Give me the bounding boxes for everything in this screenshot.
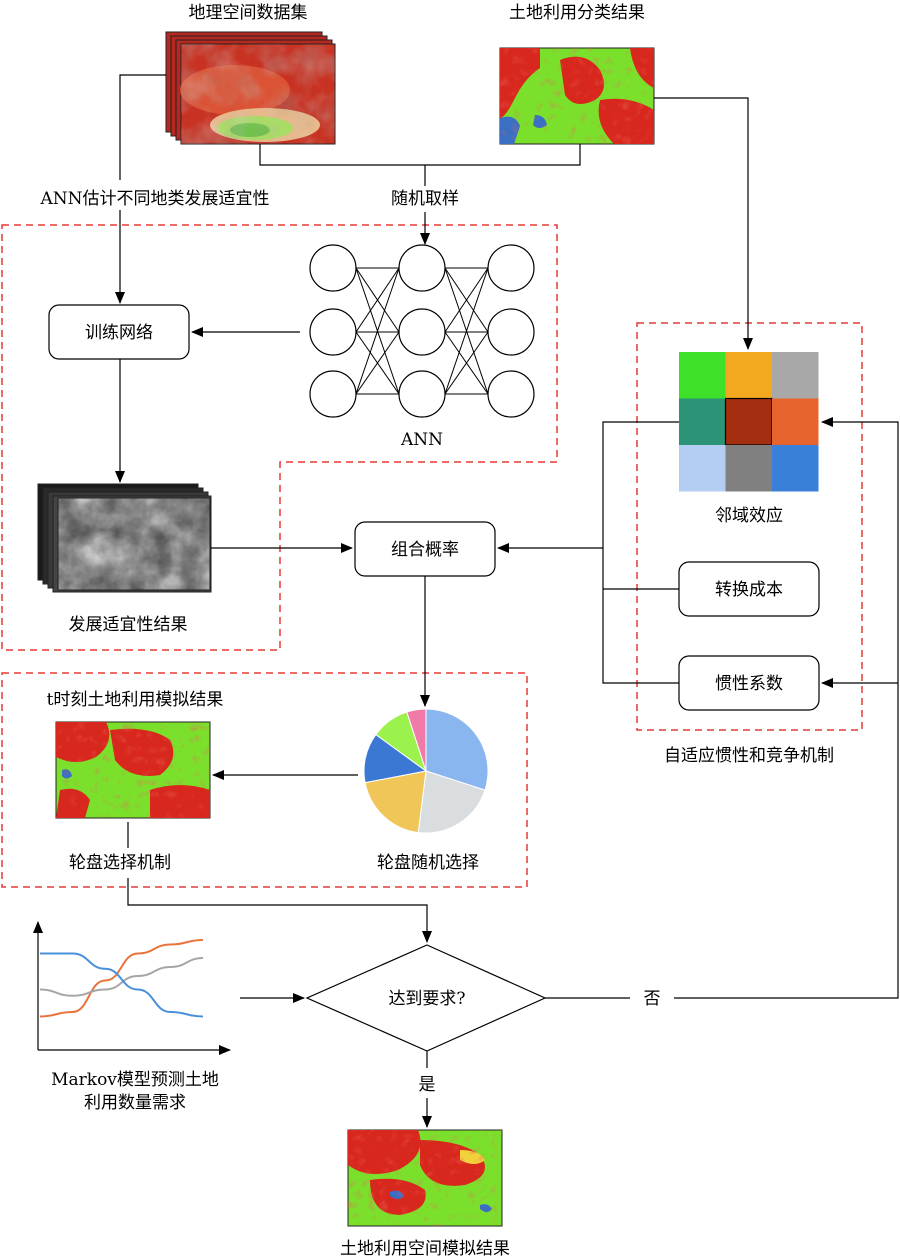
ann-node [309,370,357,418]
adaptive-mechanism-label: 自适应惯性和竞争机制 [664,746,834,766]
markov-label-line1: Markov模型预测土地 [51,1070,219,1090]
markov-label-line2: 利用数量需求 [84,1093,186,1113]
markov-series-line [39,939,204,1018]
roulette-mechanism-label: 轮盘选择机制 [69,853,171,873]
ann-connection [444,331,489,395]
final-result-label: 土地利用空间模拟结果 [340,1239,510,1259]
train-network-box [48,304,190,360]
requirement-label: 达到要求? [388,989,465,1009]
train-network-label: 训练网络 [85,323,153,343]
ann-node [398,370,446,418]
suitability-result-label: 发展适宜性结果 [69,615,188,635]
neighborhood-cell [679,352,726,399]
geo-dataset-image [165,31,336,145]
ann-region-border [1,224,558,651]
neighborhood-cell [679,398,726,445]
no-label: 否 [644,989,661,1009]
neighborhood-cell [772,445,819,492]
neighborhood-cell [679,445,726,492]
neighborhood-cell [724,397,773,446]
ann-node [309,308,357,356]
neighborhood-cell [772,352,819,399]
neighborhood-cell [725,352,772,399]
ann-node [398,308,446,356]
ann-node [309,244,357,292]
landuse-class-image [499,47,655,145]
roulette-pie-chart [363,708,489,834]
pie-slice [406,708,427,772]
t-result-image [55,721,211,819]
markov-series-line [40,952,204,1018]
markov-demand-chart [33,921,231,1055]
ann-network-diagram [309,244,535,418]
random-sampling-label: 随机取样 [391,189,459,209]
neighborhood-grid [679,352,819,492]
markov-series-line [39,957,204,997]
conversion-cost-label: 转换成本 [715,580,783,600]
ann-connection [355,331,400,395]
ann-node [487,244,535,292]
t-result-label: t时刻土地利用模拟结果 [47,690,224,710]
ann-connection [355,267,400,395]
ann-node [487,308,535,356]
ann-suitability-label: ANN估计不同地类发展适宜性 [39,189,269,209]
pie-slice [364,770,427,834]
yes-label: 是 [419,1075,436,1095]
pie-slice [425,708,489,791]
combined-prob-label: 组合概率 [391,540,459,560]
adaptive-region-border [636,322,863,731]
landuse-class-label: 土地利用分类结果 [509,3,645,23]
ann-label: ANN [400,430,443,450]
roulette-random-label: 轮盘随机选择 [377,853,479,873]
ann-node [487,370,535,418]
ann-connection [444,267,489,395]
inertia-coef-label: 惯性系数 [715,674,783,694]
suitability-result-image [37,483,212,593]
neighborhood-cell [772,398,819,445]
neighborhood-cell [725,445,772,492]
neighborhood-label: 邻域效应 [715,506,783,526]
geo-dataset-label: 地理空间数据集 [189,3,308,23]
pie-slice [417,770,486,834]
ann-connection [444,267,489,333]
final-result-image [347,1129,503,1227]
roulette-region-border [1,672,528,888]
ann-node [398,244,446,292]
ann-connection [355,267,400,333]
